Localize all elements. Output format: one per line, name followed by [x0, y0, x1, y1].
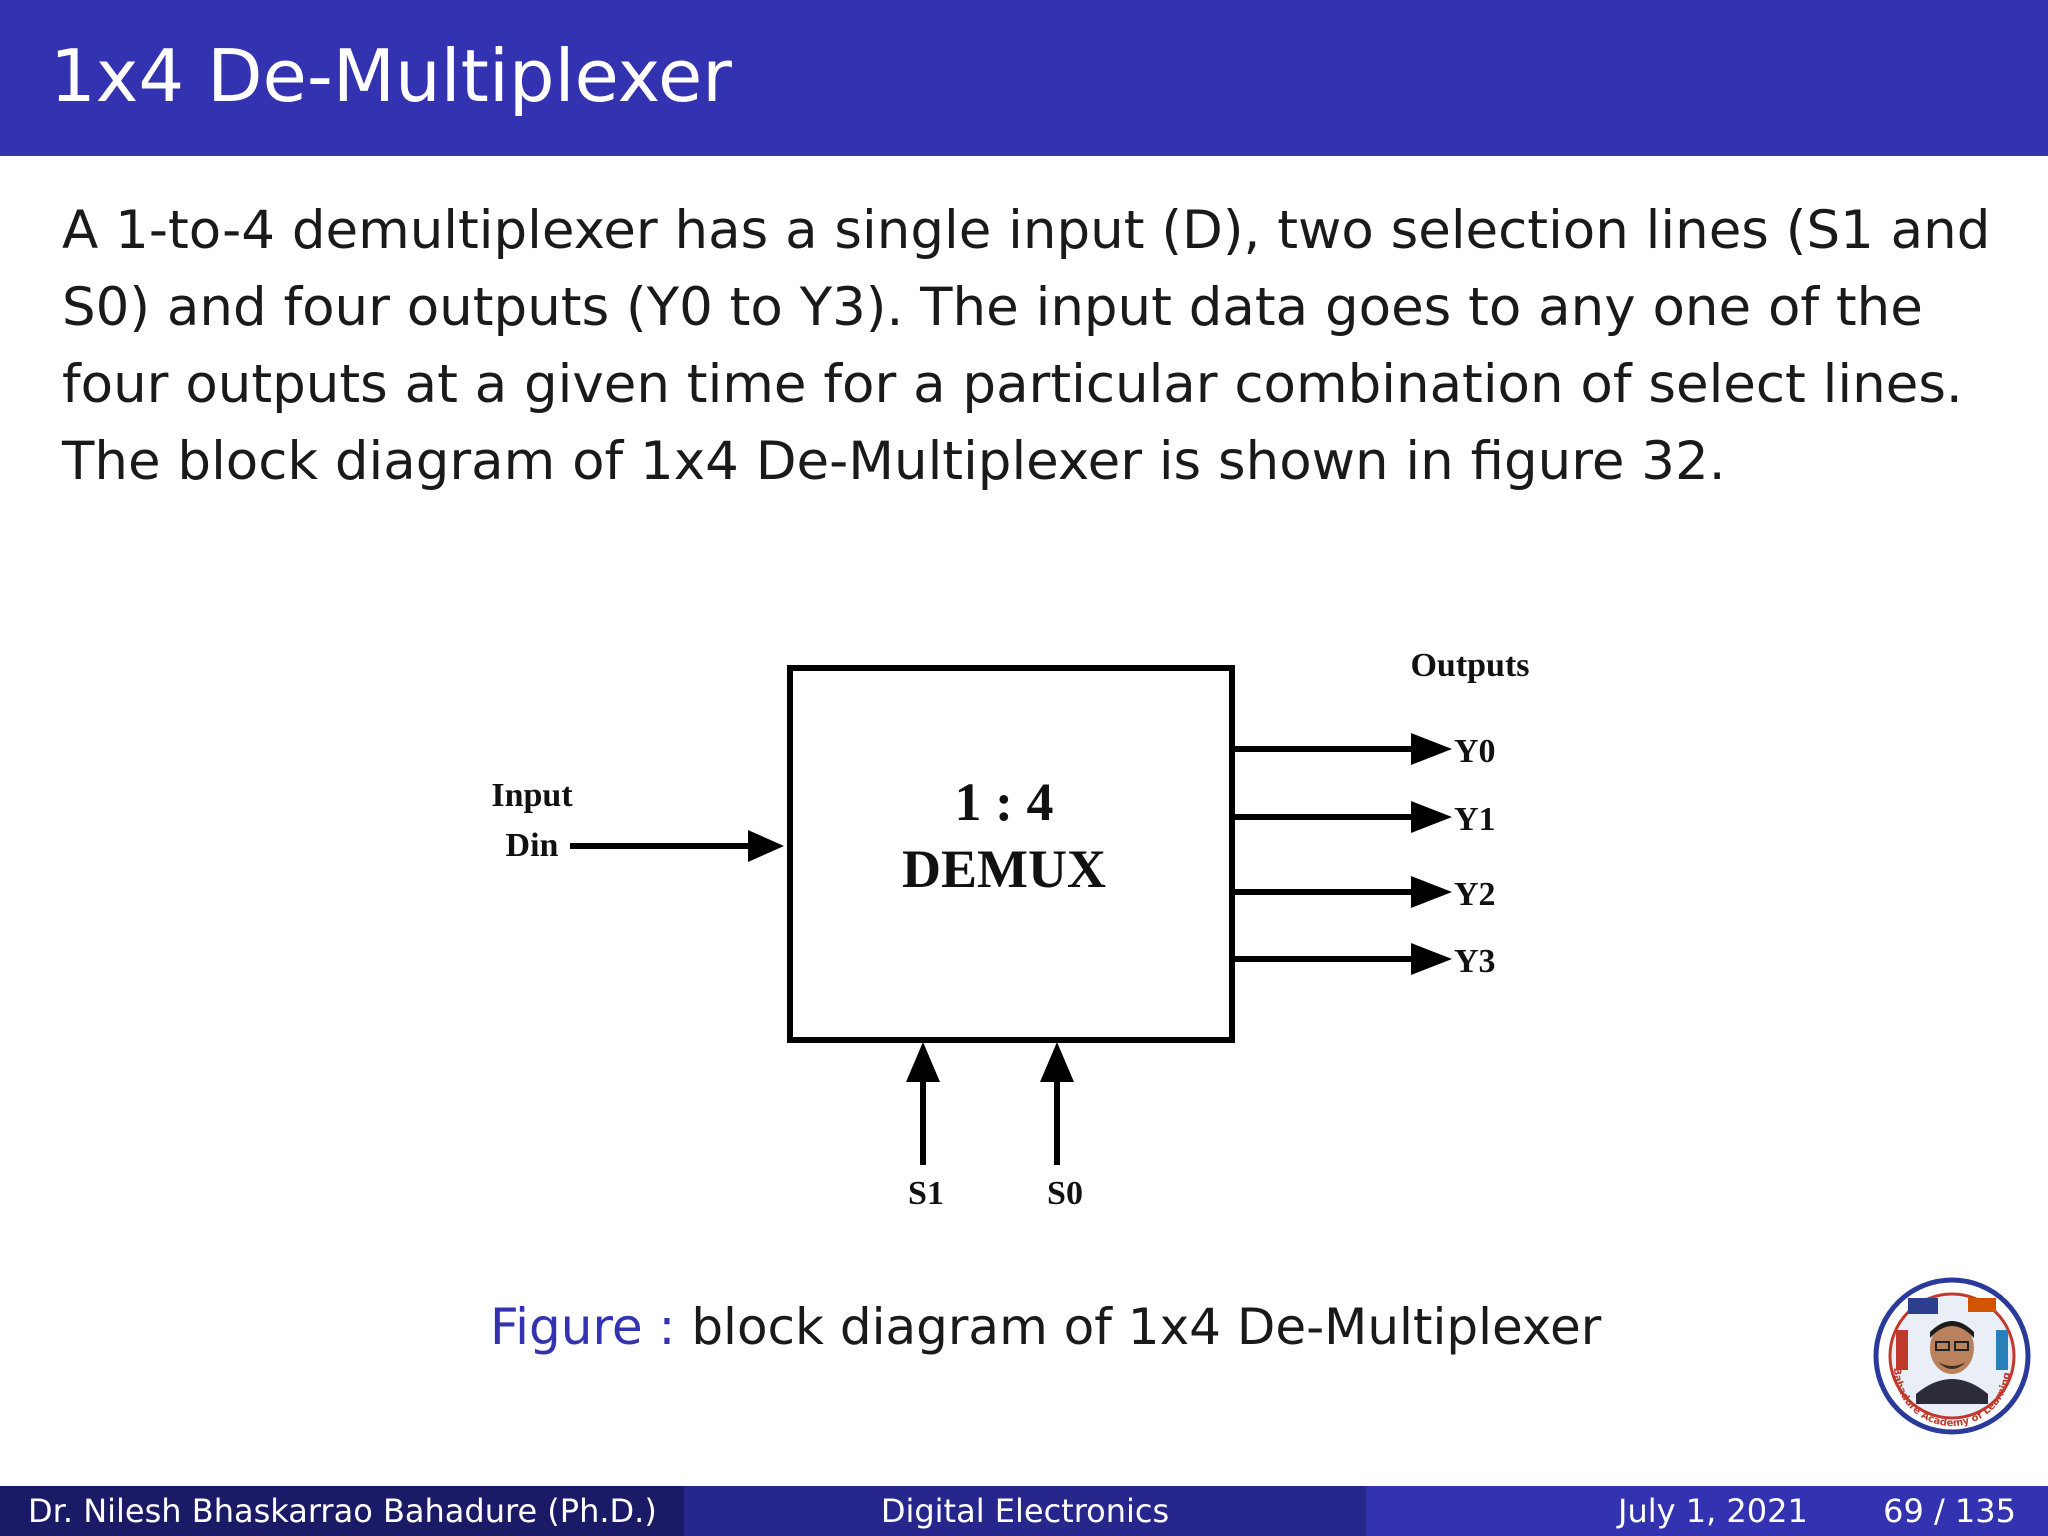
- output-label-y1: Y1: [1454, 801, 1496, 838]
- output-arrow-y3: [1411, 943, 1452, 975]
- footer-course: Digital Electronics: [684, 1486, 1366, 1536]
- footer-right: July 1, 2021 69 / 135: [1366, 1486, 2048, 1536]
- output-arrow-y1: [1411, 801, 1452, 833]
- output-label-y0: Y0: [1454, 733, 1496, 770]
- demux-block-diagram: 1 : 4 DEMUX Input Din Outputs Y0 Y1 Y2 Y…: [470, 620, 1590, 1250]
- demux-block: [787, 665, 1235, 1043]
- select-arrow-s1: [906, 1042, 940, 1082]
- block-ratio-label: 1 : 4: [955, 772, 1054, 832]
- caption-text: block diagram of 1x4 De-Multiplexer: [691, 1298, 1602, 1356]
- footer-page-number: 69 / 135: [1883, 1492, 2016, 1530]
- input-din-label: Din: [506, 827, 559, 864]
- select-label-s0: S0: [1047, 1175, 1083, 1212]
- select-arrow-s0: [1040, 1042, 1074, 1082]
- title-bar: 1x4 De-Multiplexer: [0, 0, 2048, 156]
- output-arrow-y0: [1411, 733, 1452, 765]
- input-label: Input: [491, 777, 573, 814]
- output-arrow-y2: [1411, 876, 1452, 908]
- figure-caption: Figure : block diagram of 1x4 De-Multipl…: [490, 1298, 1601, 1356]
- block-demux-label: DEMUX: [902, 839, 1106, 899]
- caption-prefix: Figure :: [490, 1298, 676, 1356]
- output-label-y2: Y2: [1454, 876, 1496, 913]
- footer-date: July 1, 2021: [1618, 1492, 1808, 1530]
- footer-author: Dr. Nilesh Bhaskarrao Bahadure (Ph.D.): [0, 1486, 684, 1536]
- academy-logo: Bahadure Academy of Learning: [1872, 1276, 2032, 1436]
- select-label-s1: S1: [908, 1175, 944, 1212]
- slide-title: 1x4 De-Multiplexer: [50, 34, 732, 118]
- output-label-y3: Y3: [1454, 943, 1496, 980]
- outputs-label: Outputs: [1410, 647, 1529, 684]
- input-arrow: [748, 830, 784, 862]
- slide-body-text: A 1-to-4 demultiplexer has a single inpu…: [62, 200, 1991, 492]
- footer-bar: Dr. Nilesh Bhaskarrao Bahadure (Ph.D.) D…: [0, 1486, 2048, 1536]
